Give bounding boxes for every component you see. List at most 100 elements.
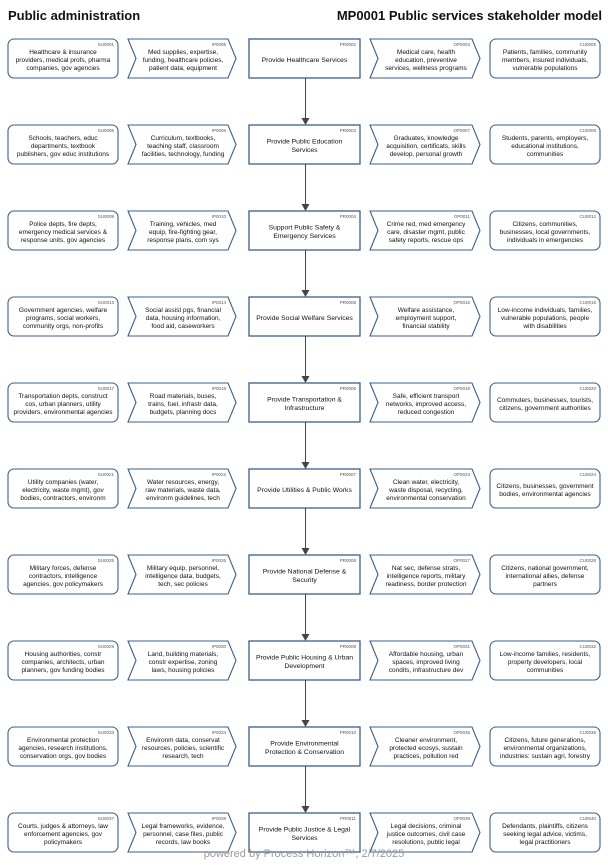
output-id: OP0039 (453, 816, 470, 821)
customer-line: Low-income families, residents, (500, 651, 591, 658)
input-chevron (127, 640, 237, 681)
output-id: OP0007 (453, 128, 470, 133)
supplier-line: Environmental protection (27, 737, 99, 744)
output-chevron (369, 296, 481, 337)
output-line: Clean water, electricity, (393, 479, 460, 486)
input-id: IP0034 (212, 730, 227, 735)
input-chevron (127, 124, 237, 165)
output-line: care, disaster mgmt, public (387, 229, 465, 236)
input-line: Curriculum, textbooks, (151, 135, 216, 142)
process-id: PR0004 (340, 214, 357, 219)
customer-line: Low-income individuals, families, (498, 307, 593, 314)
supplier-line: enforcement agencies, gov (24, 831, 103, 838)
supplier-line: conservation orgs, gov bodies (20, 753, 107, 760)
output-line: Affordable housing, urban (389, 651, 464, 658)
supplier-line: cos, urban planners, utility (25, 401, 101, 408)
supplier-box (7, 468, 119, 509)
supplier-line: Healthcare & insurance (29, 49, 97, 56)
customer-line: educational institutions, (511, 143, 579, 150)
input-line: trains, fuel, infrastr data, (148, 401, 218, 408)
customer-id: CU0020 (579, 386, 596, 391)
supplier-box (7, 296, 119, 337)
process-box (248, 554, 361, 595)
customer-id: CU0012 (579, 214, 596, 219)
process-box (248, 210, 361, 251)
customer-line: Citizens, national government, (501, 565, 589, 572)
process-line: Infrastructure (284, 405, 324, 412)
input-line: Road materials, buses, (150, 393, 217, 400)
supplier-line: Housing authorities, constr (25, 651, 103, 658)
supplier-line: providers, medical profs, pharma (16, 57, 111, 64)
input-line: funding, healthcare policies, (143, 57, 224, 64)
output-chevron (369, 38, 481, 79)
customer-box (489, 124, 601, 165)
supplier-box (7, 554, 119, 595)
output-line: waste disposal, recycling, (388, 487, 463, 494)
supplier-box (7, 812, 119, 853)
customer-line: bodies, environmental agencies (499, 491, 591, 498)
input-line: personnel, case files, public (143, 831, 224, 838)
input-chevron (127, 210, 237, 251)
output-line: Safe, efficient transport (393, 393, 460, 400)
process-line: Services (291, 147, 318, 154)
input-line: research, tech (162, 753, 204, 760)
input-line: Med supplies, expertise, (148, 49, 218, 56)
input-line: Legal frameworks, evidence, (142, 823, 225, 830)
customer-id: CU0036 (579, 730, 596, 735)
output-line: Medical care, health (397, 49, 456, 56)
supplier-line: Courts, judges & attorneys, law (18, 823, 108, 830)
process-id: PR0005 (340, 300, 357, 305)
customer-line: partners (533, 581, 558, 588)
output-line: resolutions, public legal (392, 839, 460, 846)
input-line: resources, policies, scientific (142, 745, 225, 752)
supplier-id: SU0009 (98, 214, 115, 219)
input-chevron (127, 296, 237, 337)
input-id: IP0022 (212, 472, 227, 477)
input-id: IP0005 (212, 42, 227, 47)
input-id: IP0010 (212, 214, 227, 219)
supplier-id: SU0025 (98, 558, 115, 563)
supplier-line: Schools, teachers, educ (28, 135, 98, 142)
output-id: OP0023 (453, 472, 470, 477)
supplier-id: SU0017 (98, 386, 115, 391)
supplier-line: electricity, waste mgmt), gov (22, 487, 104, 494)
customer-id: CU0024 (579, 472, 596, 477)
customer-line: Citizens, businesses, government (496, 483, 593, 490)
customer-box (489, 726, 601, 767)
supplier-line: Military forces, defense (30, 565, 97, 572)
input-id: IP0006 (212, 128, 227, 133)
customer-id: CU0016 (579, 300, 596, 305)
input-line: intelligence data, budgets, (145, 573, 221, 580)
output-id: OP0015 (453, 300, 470, 305)
supplier-line: response units, gov agencies (21, 237, 106, 244)
process-id: PR0008 (340, 558, 357, 563)
process-line: Provide Environmental (270, 741, 339, 748)
supplier-line: companies, architects, urban (21, 659, 104, 666)
customer-line: Patients, families, community (503, 49, 588, 56)
output-chevron (369, 124, 481, 165)
input-line: raw materials, waste data, (145, 487, 221, 494)
customer-line: vulnerable populations, people (501, 315, 590, 322)
customer-box (489, 210, 601, 251)
process-line: Development (284, 663, 324, 670)
output-chevron (369, 468, 481, 509)
process-box (248, 640, 361, 681)
process-id: PR0007 (340, 472, 357, 477)
output-id: OP0027 (453, 558, 470, 563)
output-line: justice outcomes, civil case (386, 831, 466, 838)
supplier-id: SU0033 (98, 730, 115, 735)
supplier-box (7, 726, 119, 767)
process-line: Support Public Safety & (269, 225, 341, 232)
output-line: develop, personal growth (390, 151, 463, 158)
output-line: education, preventive (395, 57, 457, 64)
output-line: practices, pollution red (393, 753, 458, 760)
customer-line: individuals in emergencies (507, 237, 584, 244)
process-box (248, 382, 361, 423)
customer-box (489, 296, 601, 337)
customer-box (489, 812, 601, 853)
process-id: PR0002 (340, 42, 357, 47)
supplier-id: SU0021 (98, 472, 115, 477)
customer-id: CU0032 (579, 644, 596, 649)
input-chevron (127, 554, 237, 595)
